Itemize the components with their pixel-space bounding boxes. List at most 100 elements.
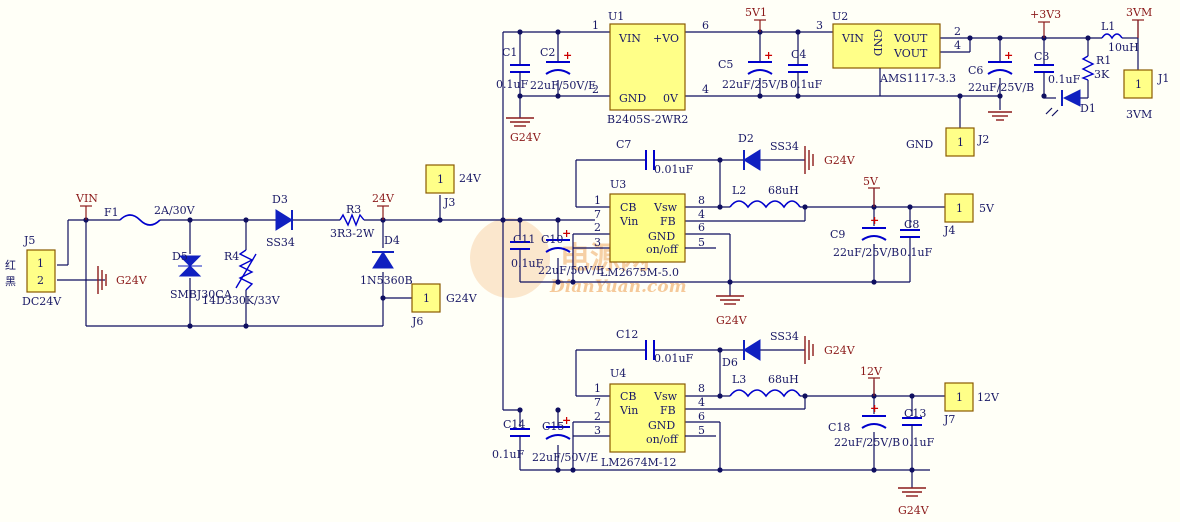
u4-name: LM2674M-12: [601, 456, 677, 469]
d3-ref: D3: [272, 193, 288, 206]
c3-val: 0.1uF: [1048, 73, 1081, 86]
c15-plus: +: [562, 414, 571, 427]
v12-power-flag: 12V: [860, 365, 883, 396]
u2-pin-gnd: GND: [871, 29, 884, 56]
d5-val: SMBJ30CA: [170, 288, 233, 301]
r3-ref: R3: [346, 203, 361, 216]
u1-pinnum-1: 1: [592, 19, 599, 32]
c12-val: 0.01uF: [654, 352, 694, 365]
c13-val: 0.1uF: [902, 436, 935, 449]
v24-power-flag: 24V: [372, 192, 395, 220]
g24v-label-5: G24V: [824, 344, 856, 357]
d6-ref: D6: [722, 356, 738, 369]
v3vm-power-flag: 3VM: [1126, 6, 1152, 38]
capacitor-c4: C4 0.1uF: [788, 48, 823, 91]
u2-pinnum-4: 4: [954, 39, 961, 52]
c15-ref: C15: [542, 420, 564, 433]
diode-d6: D6 SS34: [722, 330, 799, 369]
u2-name: AMS1117-3.3: [879, 72, 956, 85]
connector-j2: 1 J2 GND: [906, 127, 989, 157]
c7-val: 0.01uF: [654, 163, 694, 176]
j5-pin2: 2: [37, 274, 44, 287]
g24v-label-6: G24V: [898, 504, 930, 517]
u4-pinnum-2: 2: [594, 410, 601, 423]
capacitor-c1: C1 0.1uF: [496, 46, 530, 91]
j1-ref: J1: [1157, 72, 1169, 85]
capacitor-c6: + C6 22uF/25V/B: [968, 49, 1034, 94]
j4-net: 5V: [979, 202, 995, 215]
u4-pinnum-8: 8: [698, 382, 705, 395]
g24v-ground-d6: G24V: [804, 336, 856, 364]
d5-ref: D5: [172, 250, 188, 263]
c9-plus: +: [870, 214, 879, 227]
j3-net: 24V: [459, 172, 482, 185]
v5-power-flag: 5V: [863, 175, 880, 207]
c4-val: 0.1uF: [790, 78, 823, 91]
c10-ref: C10: [541, 233, 563, 246]
capacitor-c8: C8 0.1uF: [900, 218, 933, 259]
c14-val: 0.1uF: [492, 448, 525, 461]
vin-power-flag: VIN: [75, 192, 98, 220]
u4-pin-vsw: Vsw: [653, 390, 678, 403]
r3-val: 3R3-2W: [330, 227, 375, 240]
j5-ref: J5: [23, 234, 35, 247]
inductor-l2: L2 68uH: [729, 184, 801, 209]
vin-label: VIN: [75, 192, 98, 205]
u3-pin-onoff: on/off: [646, 243, 679, 256]
l3-ref: L3: [732, 373, 746, 386]
c9-ref: C9: [830, 228, 845, 241]
watermark-url: DianYuan.com: [549, 277, 687, 297]
u2-pin-vout2: VOUT: [893, 47, 928, 60]
g24v-ground-u1: G24V: [506, 117, 542, 144]
v5-label: 5V: [863, 175, 879, 188]
c11-val: 0.1uF: [511, 257, 544, 270]
c3-ref: C3: [1034, 50, 1049, 63]
u1-pinnum-6: 6: [702, 19, 709, 32]
c9-val: 22uF/25V/B: [833, 246, 899, 259]
u4-pin-cb: CB: [620, 390, 637, 403]
fuse-f1: F1 2A/30V: [104, 204, 196, 226]
g24v-label-4: G24V: [716, 314, 748, 327]
g24v-ground-u3: G24V: [716, 295, 748, 327]
c1-val: 0.1uF: [496, 78, 529, 91]
g24v-label-2: G24V: [510, 131, 542, 144]
u1-pinnum-4: 4: [702, 83, 709, 96]
u1-pin-vo: +VO: [653, 32, 679, 45]
u1-pin-gnd: GND: [619, 92, 646, 105]
j2-ref: J2: [977, 133, 989, 146]
c2-plus: +: [563, 49, 572, 62]
inductor-l1: L1 10uH: [1101, 20, 1139, 54]
c5-ref: C5: [718, 58, 733, 71]
u4-pinnum-3: 3: [594, 424, 601, 437]
capacitor-c12: C12 0.01uF: [616, 328, 694, 365]
v5v1-label: 5V1: [745, 6, 767, 19]
u4-pin-onoff: on/off: [646, 433, 679, 446]
j6-pin: 1: [423, 292, 430, 305]
d4-val: 1N5360B: [360, 274, 413, 287]
j3-ref: J3: [443, 196, 455, 209]
u4-pinnum-7: 7: [594, 396, 601, 409]
u3-pinnum-4: 4: [698, 208, 705, 221]
resistor-r1: R1 3K: [1081, 54, 1111, 81]
l2-val: 68uH: [768, 184, 799, 197]
u3-pin-vsw: Vsw: [653, 201, 678, 214]
ic-u2: U2 VIN GND VOUT VOUT 3 2 4 AMS1117-3.3: [816, 10, 961, 96]
c10-val: 22uF/50V/E: [538, 264, 604, 277]
u3-pinnum-7: 7: [594, 208, 601, 221]
zener-diode-d4: D4 1N5360B: [360, 234, 413, 287]
connector-j4: 1 J4 5V: [943, 193, 995, 237]
u3-ref: U3: [610, 178, 626, 191]
u3-pinnum-6: 6: [698, 221, 705, 234]
u3-pin-cb: CB: [620, 201, 637, 214]
capacitor-c10: + C10 22uF/50V/E: [538, 227, 604, 277]
u4-pin-gnd: GND: [648, 419, 675, 432]
u2-ref: U2: [832, 10, 848, 23]
u3-pin-vin: Vin: [619, 215, 638, 228]
u2-pin-vin: VIN: [841, 32, 864, 45]
u3-pin-gnd: GND: [648, 230, 675, 243]
l1-val: 10uH: [1108, 41, 1139, 54]
varistor-r4: R4 14D330K/33V: [202, 249, 281, 307]
c4-ref: C4: [791, 48, 806, 61]
c13-ref: C13: [904, 407, 926, 420]
